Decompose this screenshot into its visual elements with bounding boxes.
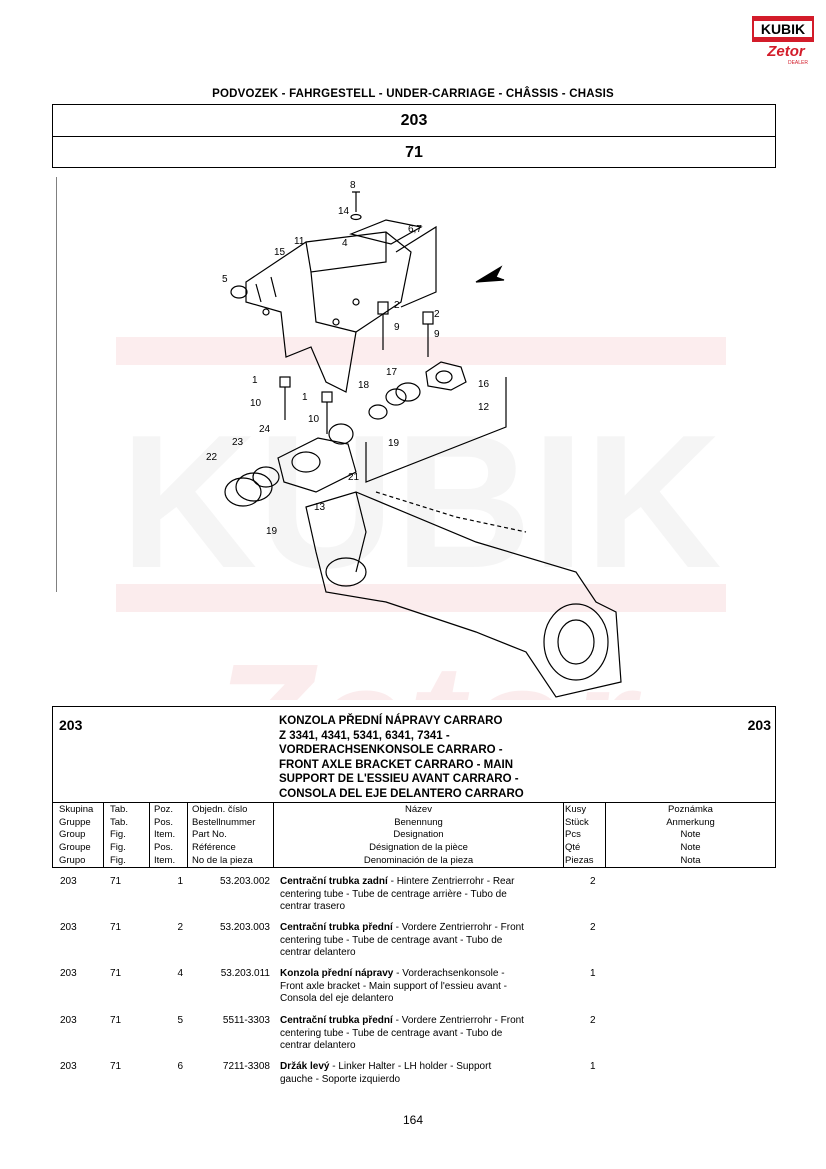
callout-label: 21 bbox=[348, 472, 360, 483]
group-header-box: 203 71 bbox=[52, 104, 776, 168]
column-separator bbox=[149, 803, 150, 867]
row-table: 71 bbox=[110, 876, 122, 887]
callout-label: 6,7 bbox=[408, 224, 422, 235]
row-quantity: 1 bbox=[590, 1061, 596, 1072]
title-line: Z 3341, 4341, 5341, 6341, 7341 - bbox=[279, 729, 450, 742]
row-quantity: 2 bbox=[590, 876, 596, 887]
callout-label: 5 bbox=[222, 274, 228, 285]
row-quantity: 1 bbox=[590, 968, 596, 979]
column-separator bbox=[103, 803, 104, 867]
row-group: 203 bbox=[60, 968, 77, 979]
row-table: 71 bbox=[110, 1061, 122, 1072]
page-number: 164 bbox=[402, 1113, 424, 1127]
callout-label: 2 bbox=[434, 309, 440, 320]
callout-label: 10 bbox=[250, 398, 262, 409]
group-number: 203 bbox=[400, 112, 428, 129]
parts-info-box: 203 203 KONZOLA PŘEDNÍ NÁPRAVY CARRARO Z… bbox=[52, 706, 776, 868]
row-quantity: 2 bbox=[590, 1015, 596, 1026]
column-separator bbox=[273, 803, 274, 867]
callout-label: 23 bbox=[232, 437, 244, 448]
callout-label: 12 bbox=[478, 402, 490, 413]
row-position: 1 bbox=[177, 876, 183, 887]
column-separator bbox=[187, 803, 188, 867]
row-part-number: 53.203.002 bbox=[219, 876, 270, 887]
row-quantity: 2 bbox=[590, 922, 596, 933]
header-divider bbox=[53, 136, 775, 137]
info-group-left: 203 bbox=[59, 717, 83, 733]
callout-label: 1 bbox=[252, 375, 258, 386]
row-description: Centrační trubka přední - Vordere Zentri… bbox=[280, 1015, 524, 1051]
title-line: VORDERACHSENKONSOLE CARRARO - bbox=[279, 744, 503, 756]
exploded-parts-drawing: KUBIK Zetor bbox=[55, 172, 816, 819]
callout-label: 16 bbox=[478, 379, 490, 390]
callout-label: 8 bbox=[350, 180, 356, 191]
callout-label: 11 bbox=[294, 236, 305, 247]
row-group: 203 bbox=[60, 1015, 77, 1026]
callout-label: 9 bbox=[394, 322, 400, 333]
section-heading: PODVOZEK - FAHRGESTELL - UNDER-CARRIAGE … bbox=[212, 88, 614, 100]
column-separator bbox=[563, 803, 564, 867]
title-line: CONSOLA DEL EJE DELANTERO CARRARO bbox=[279, 787, 524, 800]
column-separator bbox=[605, 803, 606, 867]
assembly-title: KONZOLA PŘEDNÍ NÁPRAVY CARRARO Z 3341, 4… bbox=[279, 714, 524, 801]
row-description: Centrační trubka zadní - Hintere Zentrie… bbox=[280, 876, 515, 912]
row-part-number: 7211-3308 bbox=[222, 1061, 270, 1072]
row-description: Centrační trubka přední - Vordere Zentri… bbox=[280, 922, 524, 958]
row-group: 203 bbox=[60, 922, 77, 933]
callout-label: 22 bbox=[206, 452, 218, 463]
callout-numbers: 8 14 6,7 11 15 4 5 2 9 2 9 1 10 1 10 18 … bbox=[206, 180, 490, 537]
row-description: Konzola přední nápravy - Vorderachsenkon… bbox=[280, 968, 508, 1004]
row-position: 4 bbox=[177, 968, 183, 979]
row-table: 71 bbox=[110, 922, 122, 933]
title-line: KONZOLA PŘEDNÍ NÁPRAVY CARRARO bbox=[279, 715, 503, 727]
callout-label: 24 bbox=[259, 424, 271, 435]
svg-text:Zetor: Zetor bbox=[766, 43, 806, 60]
callout-label: 9 bbox=[434, 329, 440, 340]
col-header-table: Tab.Tab.Fig.Fig.Fig. bbox=[110, 804, 128, 866]
row-description: Držák levý - Linker Halter - LH holder -… bbox=[280, 1061, 492, 1085]
row-part-number: 5511-3303 bbox=[222, 1015, 270, 1026]
info-group-right: 203 bbox=[747, 717, 771, 733]
callout-label: 13 bbox=[314, 502, 326, 513]
callout-label: 2 bbox=[394, 300, 400, 311]
title-line: SUPPORT DE L'ESSIEU AVANT CARRARO - bbox=[279, 773, 519, 785]
table-number: 71 bbox=[405, 144, 423, 161]
col-header-position: Poz.Pos.Item.Pos.Item. bbox=[154, 804, 176, 866]
row-table: 71 bbox=[110, 1015, 122, 1026]
row-part-number: 53.203.011 bbox=[220, 968, 270, 979]
row-group: 203 bbox=[60, 876, 77, 887]
kubik-zetor-logo: KUBIK Zetor DEALER bbox=[752, 14, 814, 66]
title-line: FRONT AXLE BRACKET CARRARO - MAIN bbox=[279, 758, 514, 771]
row-position: 5 bbox=[177, 1015, 183, 1026]
svg-text:KUBIK: KUBIK bbox=[761, 21, 805, 37]
callout-label: 19 bbox=[388, 438, 400, 449]
svg-text:DEALER: DEALER bbox=[788, 60, 808, 66]
callout-label: 15 bbox=[274, 247, 286, 258]
callout-label: 19 bbox=[266, 526, 278, 537]
row-position: 2 bbox=[177, 922, 183, 933]
row-part-number: 53.203.003 bbox=[219, 922, 270, 933]
row-table: 71 bbox=[110, 968, 122, 979]
callout-label: 1 bbox=[302, 392, 308, 403]
callout-label: 17 bbox=[386, 367, 398, 378]
column-header-divider bbox=[53, 802, 775, 803]
callout-label: 10 bbox=[308, 414, 320, 425]
callout-label: 4 bbox=[342, 238, 348, 249]
callout-label: 14 bbox=[338, 206, 350, 217]
callout-label: 18 bbox=[358, 380, 370, 391]
row-position: 6 bbox=[177, 1061, 183, 1072]
svg-text:KUBIK: KUBIK bbox=[120, 396, 722, 608]
row-group: 203 bbox=[60, 1061, 77, 1072]
